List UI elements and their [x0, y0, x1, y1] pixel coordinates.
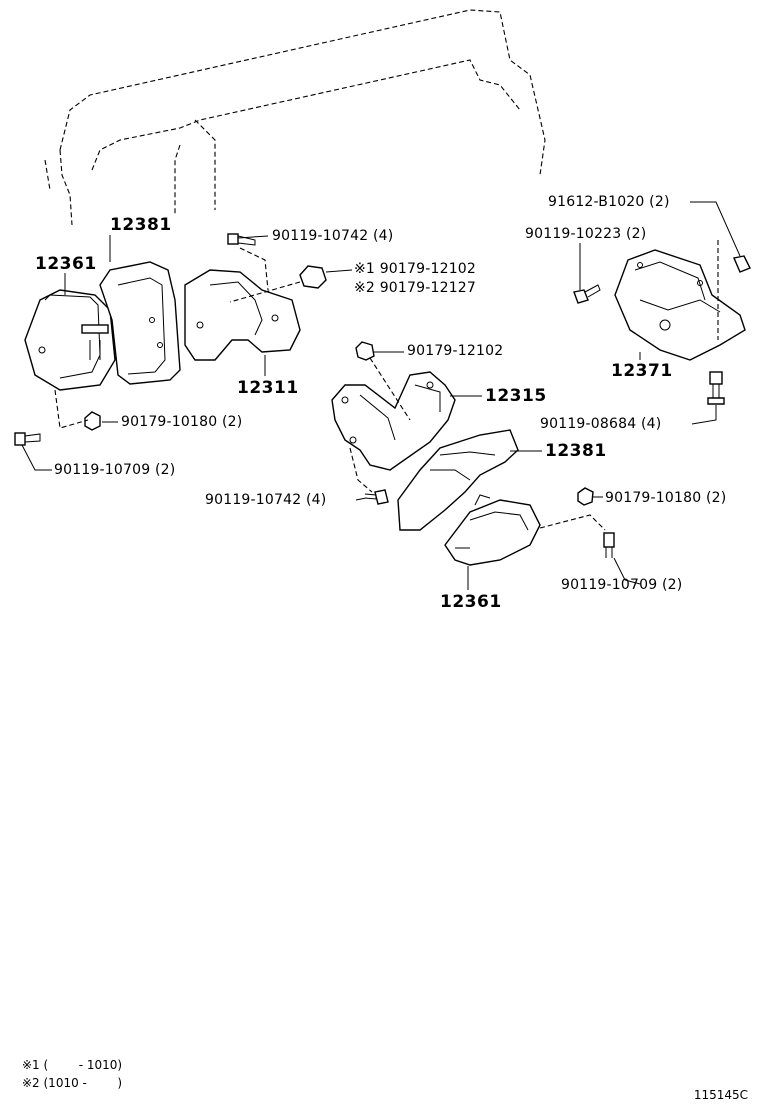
- label-90119-10709-left: 90119-10709 (2): [54, 462, 176, 478]
- insulator-12361-left: [24, 289, 116, 391]
- nut-90179-12102-left: [299, 265, 327, 289]
- label-12371: 12371: [611, 361, 673, 381]
- diagram-code: 115145C: [693, 1088, 748, 1102]
- label-90119-10742-center: 90119-10742 (4): [205, 492, 327, 508]
- nut-90179-10180-left: [84, 411, 101, 431]
- bolt-90119-08684: [707, 371, 725, 405]
- label-90179-12102-center: 90179-12102: [407, 343, 504, 359]
- label-12315: 12315: [485, 386, 547, 406]
- label-12361-center: 12361: [440, 592, 502, 612]
- bracket-12311: [184, 269, 301, 361]
- label-note2-90179-12127: ※2 90179-12127: [354, 280, 477, 296]
- label-90119-10223: 90119-10223 (2): [525, 226, 647, 242]
- bracket-12315: [331, 371, 456, 471]
- insulator-12381-left: [99, 261, 181, 385]
- bolt-90119-10223: [573, 284, 601, 304]
- label-90119-10742-left: 90119-10742 (4): [272, 228, 394, 244]
- engine-block-outline: [44, 9, 546, 226]
- bolt-91612-B1020: [733, 255, 751, 273]
- label-91612-B1020: 91612-B1020 (2): [548, 194, 670, 210]
- bolt-90119-10742-left: [227, 233, 256, 246]
- bolt-90119-10742-center: [364, 489, 389, 505]
- label-12311: 12311: [237, 378, 299, 398]
- label-90119-08684: 90119-08684 (4): [540, 416, 662, 432]
- label-90179-10180-left: 90179-10180 (2): [121, 414, 243, 430]
- label-90119-10709-center: 90119-10709 (2): [561, 577, 683, 593]
- bolt-90119-10709-center: [603, 532, 615, 558]
- insulator-12371-right: [614, 249, 746, 361]
- label-12361-left: 12361: [35, 254, 97, 274]
- left-leader-lines: [21, 235, 353, 471]
- insulator-12381-center: [397, 429, 519, 531]
- bolt-90119-10709-left: [14, 432, 41, 446]
- right-leader-lines: [579, 201, 741, 425]
- label-12381-left: 12381: [110, 215, 172, 235]
- label-12381-center: 12381: [545, 441, 607, 461]
- nut-90179-12102-center: [355, 341, 375, 361]
- label-note1-90179-12102: ※1 90179-12102: [354, 261, 477, 277]
- footnote-1: ※1 ( - 1010): [22, 1058, 123, 1072]
- label-90179-10180-center: 90179-10180 (2): [605, 490, 727, 506]
- insulator-12361-center: [444, 494, 541, 566]
- center-leader-lines: [349, 351, 641, 590]
- nut-90179-10180-center: [577, 487, 594, 506]
- footnote-2: ※2 (1010 - ): [22, 1076, 123, 1090]
